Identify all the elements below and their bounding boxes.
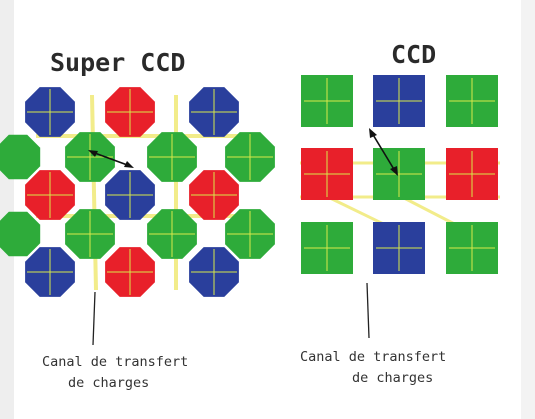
super-ccd-pixel-green-partial: [0, 134, 41, 180]
super-ccd-pixel-green: [65, 209, 115, 259]
super-ccd-title: Super CCD: [50, 48, 185, 77]
ccd-pixel-red: [301, 148, 353, 200]
ccd-pixel-red: [446, 148, 498, 200]
super-ccd-pixel-green: [147, 132, 197, 182]
super-ccd-pixel-green: [225, 132, 275, 182]
ccd-pixel-green: [446, 75, 498, 127]
ccd-caption-line2: de charges: [352, 370, 433, 386]
super-ccd-pixel-green: [147, 209, 197, 259]
super-ccd-pixel-blue: [25, 87, 75, 137]
ccd-pixel-green: [301, 222, 353, 274]
ccd-pixel-blue: [373, 222, 425, 274]
ccd-title: CCD: [391, 40, 436, 69]
super-ccd-pixel-red: [105, 247, 155, 297]
super-ccd-pixel-green: [65, 132, 115, 182]
ccd-pixel-green: [301, 75, 353, 127]
super-ccd-pitch-arrow: [88, 150, 134, 168]
super-ccd-caption-line2: de charges: [68, 375, 149, 391]
ccd-caption-line1: Canal de transfert: [300, 349, 446, 365]
super-ccd-pixel-blue: [25, 247, 75, 297]
ccd-pixel-green: [446, 222, 498, 274]
super-ccd-pixel-red: [189, 170, 239, 220]
super-ccd-pixel-green-partial: [0, 211, 41, 257]
ccd-pixel-green: [373, 148, 425, 200]
super-ccd-pixel-blue: [189, 87, 239, 137]
super-ccd-pixel-green: [225, 209, 275, 259]
ccd-caption-pointer: [366, 282, 370, 339]
super-ccd-pixel-red: [25, 170, 75, 220]
super-ccd-pixel-blue: [105, 170, 155, 220]
super-ccd-caption-pointer: [92, 291, 96, 346]
super-ccd-pixel-blue: [189, 247, 239, 297]
super-ccd-caption-line1: Canal de transfert: [42, 354, 188, 370]
super-ccd-pixel-red: [105, 87, 155, 137]
ccd-pixel-array: [301, 75, 498, 274]
super-ccd-pixel-array: [0, 87, 275, 297]
ccd-pixel-blue: [373, 75, 425, 127]
ccd-pitch-arrow: [369, 128, 398, 176]
